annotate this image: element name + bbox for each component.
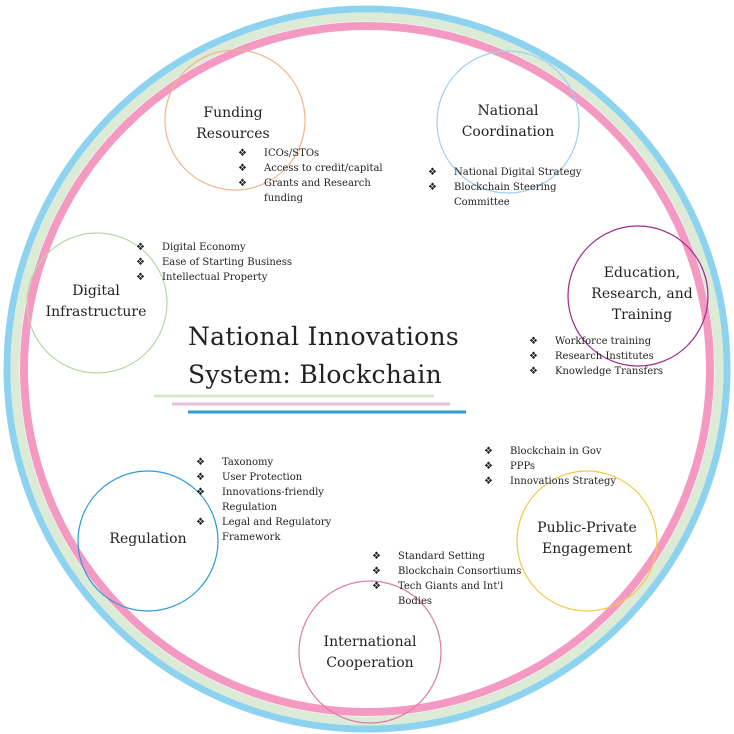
title-line-2: System: Blockchain [188, 360, 443, 389]
digital-circle [26, 232, 168, 374]
list-item: Knowledge Transfers [529, 364, 679, 379]
list-item: Digital Economy [136, 240, 316, 255]
digital-label: Digital Infrastructure [45, 283, 147, 320]
list-item: Ease of Starting Business [136, 255, 316, 270]
list-item: Tech Giants and Int'l Bodies [372, 579, 518, 609]
list-item: Blockchain Steering Committee [428, 180, 582, 210]
funding-circle [164, 49, 306, 191]
outer-ring-blue [3, 5, 731, 733]
list-item: Standard Setting [372, 549, 532, 564]
outer-ring-green [10, 12, 724, 726]
funding-label: Funding Resources [196, 105, 270, 142]
list-item: Workforce training [529, 334, 679, 349]
regulation-label: Regulation [109, 531, 187, 547]
list-item: Legal and Regulatory Framework [196, 515, 342, 545]
list-item: Blockchain Consortiums [372, 564, 532, 579]
list-item: Taxonomy [196, 455, 356, 470]
list-item: ICOs/STOs [238, 146, 398, 161]
list-item: Blockchain in Gov [484, 444, 654, 459]
regulation-list: Taxonomy User Protection Innovations-fri… [196, 455, 356, 545]
ppe-label: Public-Private Engagement [537, 520, 637, 557]
coordination-label: National Coordination [461, 103, 555, 140]
title-line-1: National Innovations [188, 322, 460, 351]
international-circle [298, 580, 442, 724]
education-list: Workforce training Research Institutes K… [529, 334, 679, 379]
list-item: National Digital Strategy [428, 165, 598, 180]
education-label: Education, Research, and Training [591, 265, 693, 323]
list-item: User Protection [196, 470, 356, 485]
list-item: Intellectual Property [136, 270, 316, 285]
list-item: Research Institutes [529, 349, 679, 364]
diagram-title: National Innovations System: Blockchain [188, 318, 459, 394]
coordination-list: National Digital Strategy Blockchain Ste… [428, 165, 598, 210]
list-item: Innovations-friendly Regulation [196, 485, 342, 515]
outer-ring-pink [20, 22, 714, 716]
list-item: Access to credit/capital [238, 161, 398, 176]
ppe-list: Blockchain in Gov PPPs Innovations Strat… [484, 444, 654, 489]
list-item: Innovations Strategy [484, 474, 654, 489]
list-item: Grants and Research funding [238, 176, 384, 206]
international-list: Standard Setting Blockchain Consortiums … [372, 549, 532, 609]
list-item: PPPs [484, 459, 654, 474]
funding-list: ICOs/STOs Access to credit/capital Grant… [238, 146, 398, 206]
international-label: International Cooperation [323, 634, 417, 671]
digital-list: Digital Economy Ease of Starting Busines… [136, 240, 316, 285]
